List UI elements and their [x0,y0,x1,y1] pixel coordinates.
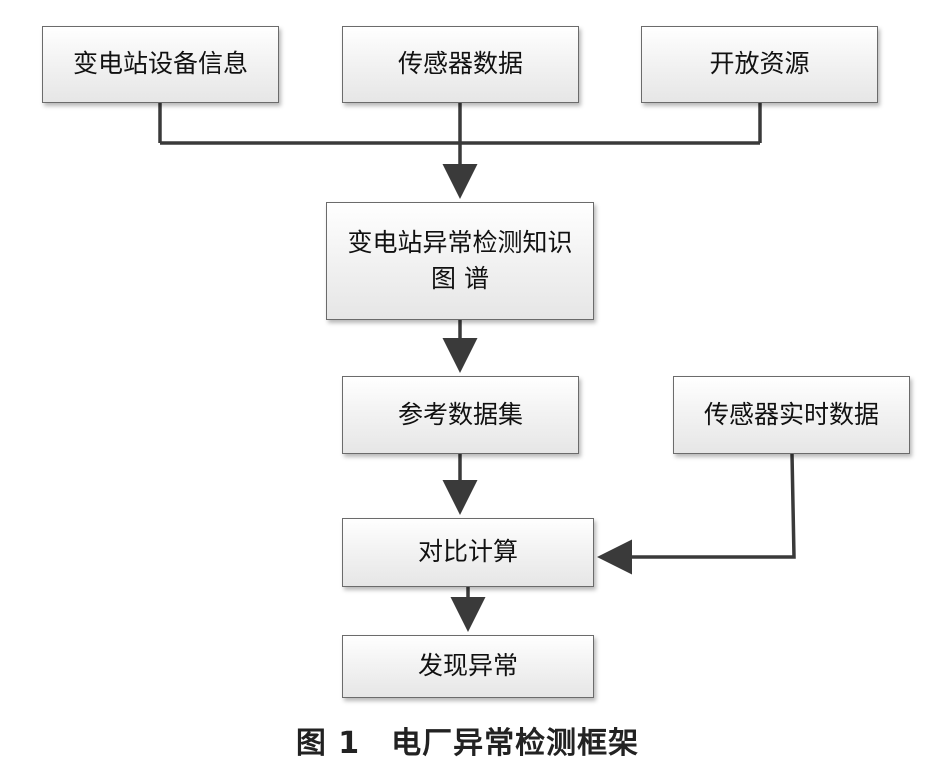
node-label: 开放资源 [709,49,810,79]
node-label: 参考数据集 [397,399,523,429]
node-substation-device-info: 变电站设备信息 [42,26,279,103]
figure-caption: 图 1 电厂异常检测框架 [295,726,640,761]
edge-realtime-data-to-comparison [597,453,796,575]
node-label: 对比计算 [417,537,518,567]
node-label: 传感器实时数据 [703,399,879,429]
node-open-resources: 开放资源 [641,26,878,103]
node-label: 传感器数据 [397,49,523,79]
node-comparison-calculation: 对比计算 [342,518,594,587]
node-anomaly-knowledge-graph: 变电站异常检测知识 图 谱 [326,202,594,320]
node-anomaly-found: 发现异常 [342,635,594,698]
node-realtime-sensor-data: 传感器实时数据 [673,376,910,454]
node-label: 变电站设备信息 [72,49,248,79]
node-label: 变电站异常检测知识 图 谱 [347,227,573,293]
node-label: 发现异常 [417,651,518,681]
node-reference-dataset: 参考数据集 [342,376,579,454]
node-sensor-data: 传感器数据 [342,26,579,103]
